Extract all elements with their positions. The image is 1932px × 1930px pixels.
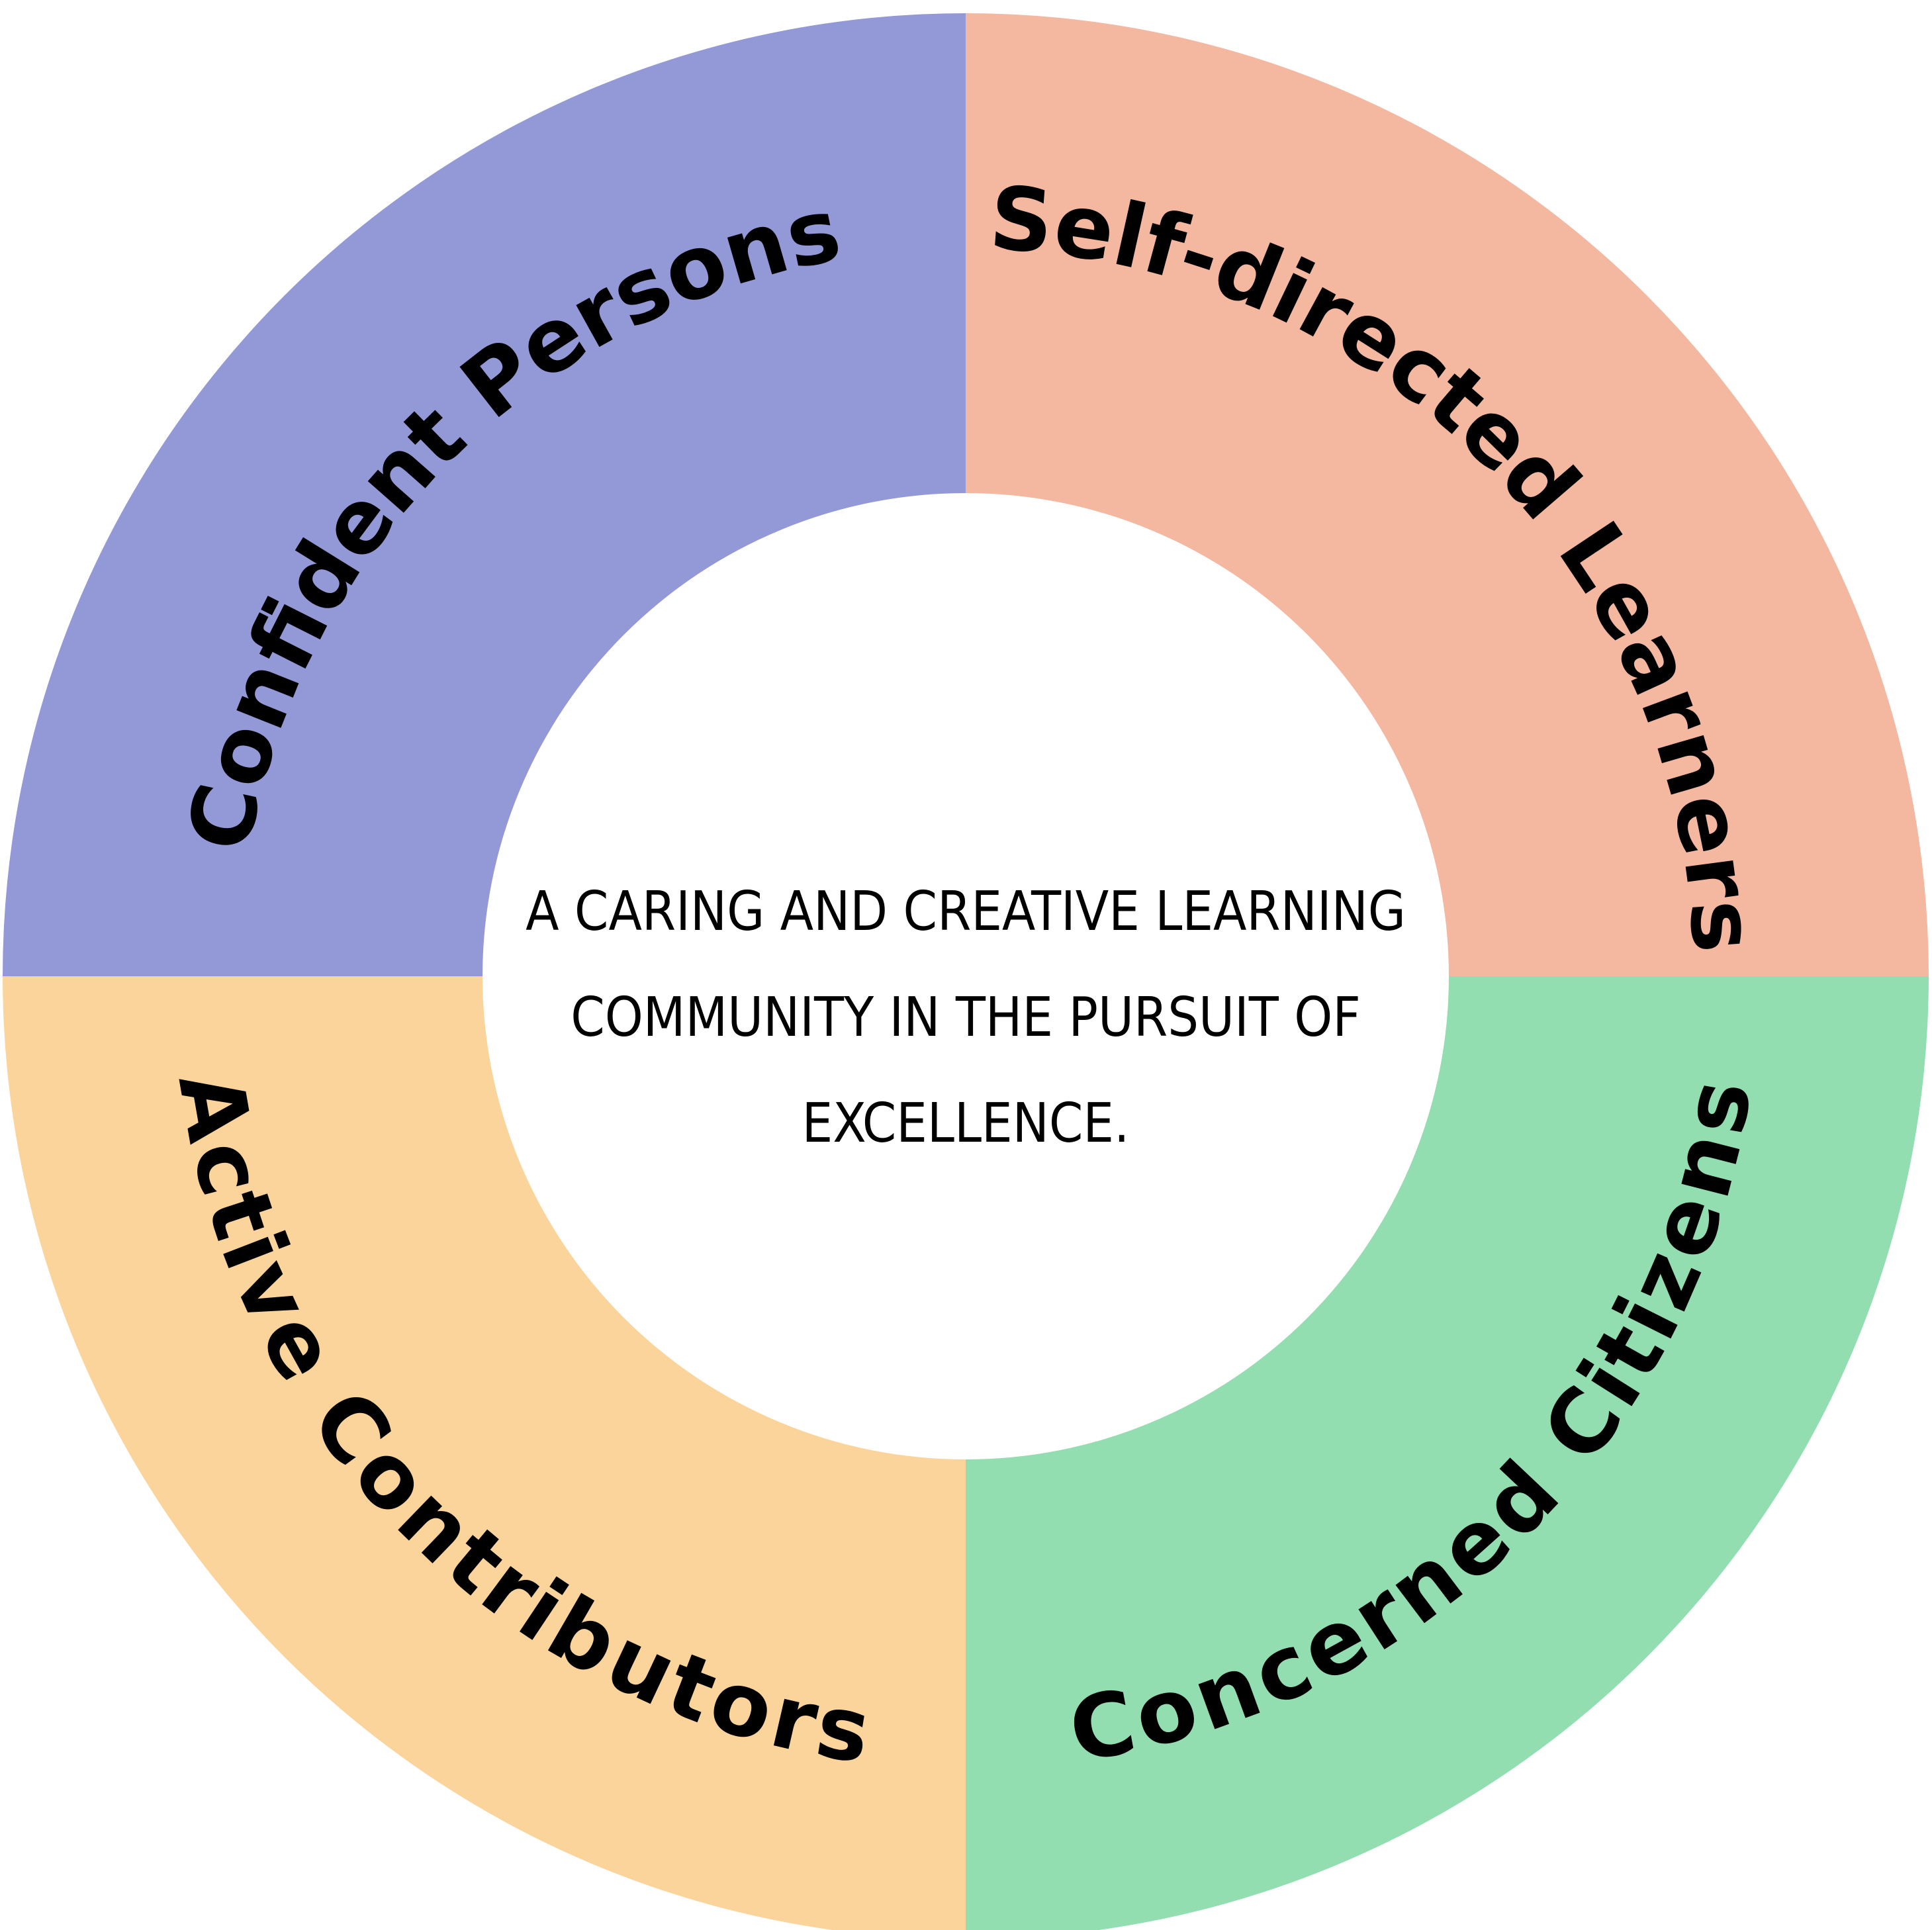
center-line-1: A CARING AND CREATIVE LEARNING: [526, 880, 1406, 943]
center-circle: [483, 493, 1449, 1459]
center-line-3: EXCELLENCE.: [802, 1092, 1130, 1155]
center-line-2: COMMUNITY IN THE PURSUIT OF: [571, 986, 1361, 1049]
center-statement: A CARING AND CREATIVE LEARNING COMMUNITY…: [526, 880, 1406, 1155]
